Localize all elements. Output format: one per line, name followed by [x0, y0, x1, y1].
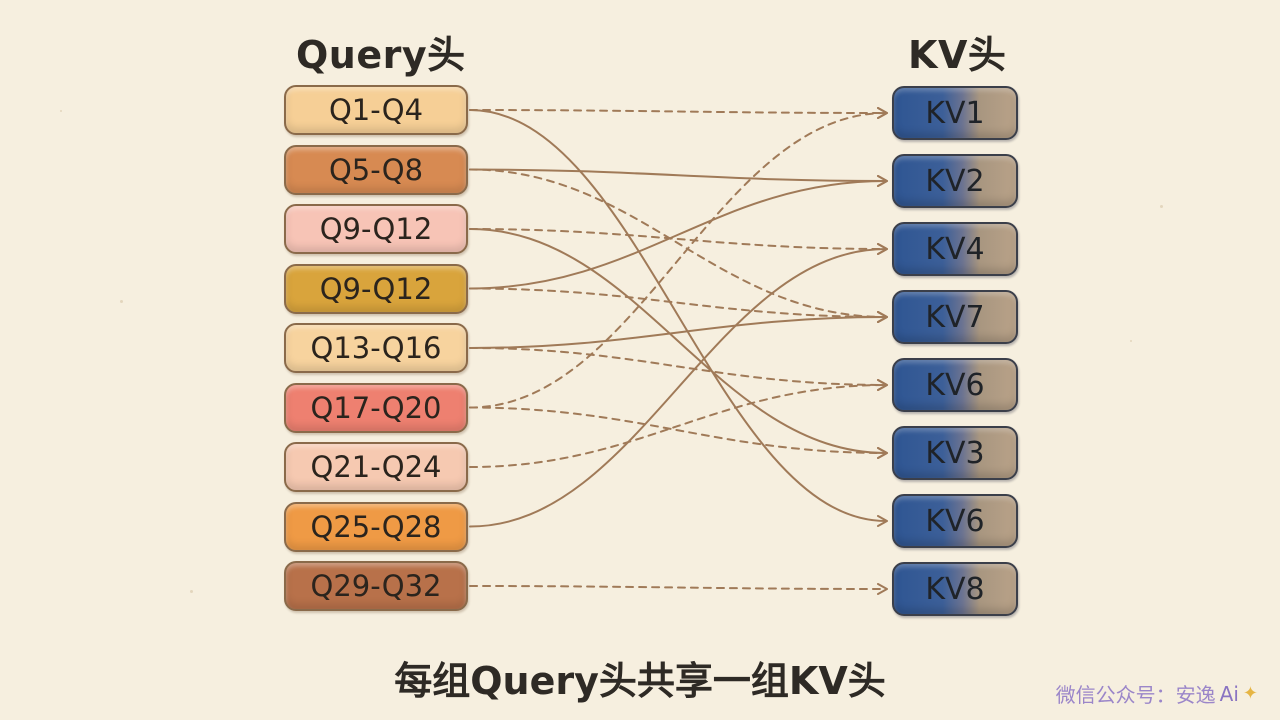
kv-heads-title: KV头: [908, 33, 1007, 77]
mapping-arrow: [469, 287, 888, 323]
mapping-arrow: [469, 228, 888, 459]
mapping-arrow: [469, 347, 888, 391]
watermark: 微信公众号：安逸 Ai ✦: [1056, 679, 1258, 708]
paper-speckle: [60, 110, 62, 112]
mapping-arrow: [469, 168, 888, 323]
query-group-box: Q5-Q8: [284, 144, 468, 195]
kv-head-box: KV6: [892, 358, 1018, 412]
paper-speckle: [1130, 340, 1132, 342]
query-group-box: Q1-Q4: [284, 85, 468, 135]
mapping-arrow: [469, 311, 888, 349]
query-group-box: Q9-Q12: [284, 263, 468, 314]
query-group-box: Q17-Q20: [284, 382, 468, 433]
watermark-text: 微信公众号：安逸: [1055, 683, 1216, 707]
mapping-arrow: [469, 106, 888, 119]
mapping-arrow: [469, 107, 888, 409]
paper-speckle: [1160, 205, 1163, 208]
query-group-box: Q25-Q28: [284, 501, 468, 552]
mapping-arrow: [469, 109, 888, 527]
query-heads-title: Query头: [296, 33, 466, 77]
mapping-arrow: [469, 379, 888, 468]
kv-head-box: KV6: [892, 494, 1018, 548]
kv-head-box: KV4: [892, 222, 1018, 276]
kv-head-box: KV2: [892, 154, 1018, 208]
query-group-box: Q21-Q24: [284, 442, 468, 492]
mapping-arrow: [469, 168, 888, 187]
mapping-arrow: [469, 228, 888, 255]
query-group-box: Q13-Q16: [284, 323, 468, 373]
mapping-arrow: [469, 243, 888, 528]
kv-head-box: KV8: [892, 562, 1018, 616]
mapping-arrow: [469, 175, 888, 290]
paper-speckle: [120, 300, 123, 303]
kv-head-box: KV1: [892, 86, 1018, 140]
query-group-box: Q9-Q12: [284, 204, 468, 254]
query-group-box: Q29-Q32: [284, 561, 468, 611]
mapping-arrow: [469, 406, 888, 459]
watermark-ai: Ai: [1219, 681, 1239, 706]
mapping-arrow: [469, 582, 888, 595]
kv-head-box: KV3: [892, 426, 1018, 480]
sparkle-icon: ✦: [1242, 683, 1258, 704]
paper-speckle: [190, 590, 193, 593]
kv-head-box: KV7: [892, 290, 1018, 344]
caption: 每组Query头共享一组KV头: [394, 659, 886, 703]
